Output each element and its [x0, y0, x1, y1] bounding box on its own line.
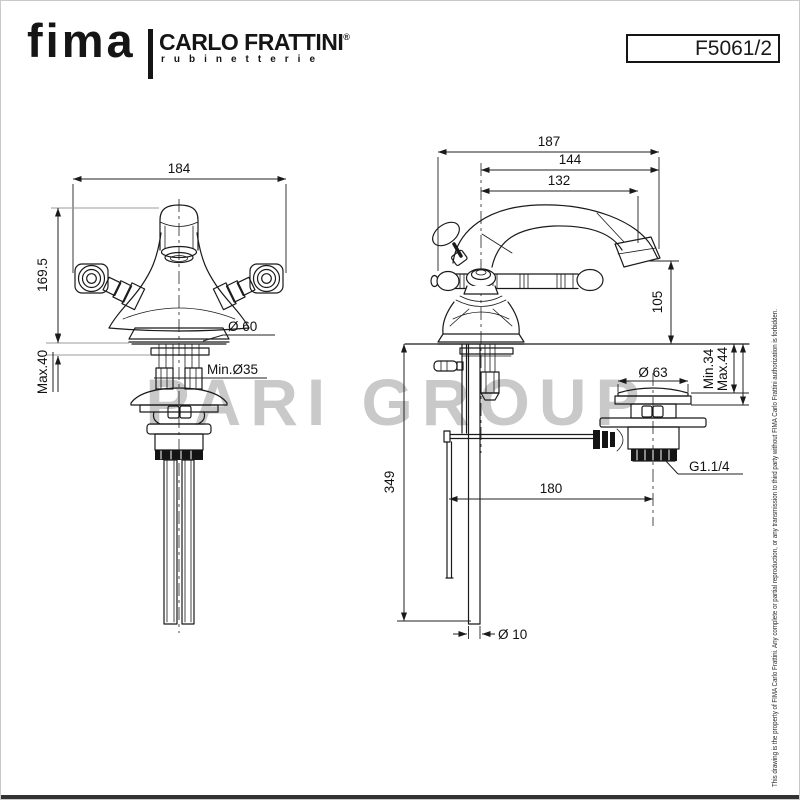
registered-mark: ®: [343, 32, 350, 42]
dim-front-hole-diameter: Min.Ø35: [207, 362, 258, 377]
dim-side-hose-length: 349: [382, 471, 397, 494]
dim-front-base-diameter: Ø 60: [228, 319, 257, 334]
fima-logo: fima: [27, 14, 136, 67]
side-view-dimensions: 187 144 132 105 349 180 Ø 10: [382, 134, 749, 642]
front-right-handle: [212, 263, 284, 311]
dim-front-height: 169.5: [35, 258, 50, 292]
side-underdeck-assembly: [433, 343, 597, 625]
dim-side-spout-height: 105: [650, 291, 665, 314]
front-underdeck-assembly: [130, 343, 228, 625]
part-number: F5061/2: [694, 36, 772, 60]
logo-divider-bar: [148, 29, 153, 79]
legal-note: This drawing is the property of FIMA Car…: [772, 309, 779, 787]
dim-front-width: 184: [168, 161, 191, 176]
dim-deck-min: Min.34: [701, 348, 716, 389]
side-faucet-body: [430, 204, 661, 345]
popup-waste-assembly: [593, 387, 707, 462]
page-bottom-rule: [1, 795, 799, 799]
watermark-text: PARI GROUP: [145, 365, 648, 439]
front-left-handle: [74, 263, 146, 311]
dim-deck-max: Max.44: [715, 346, 730, 391]
front-faucet-body: [108, 204, 250, 345]
dim-side-body-depth: 144: [559, 152, 582, 167]
brand-tagline: rubinetterie: [161, 54, 325, 65]
brand-subtitle-text: CARLO FRATTINI: [159, 29, 344, 55]
dim-waste-flange-diameter: Ø 63: [638, 365, 667, 380]
dim-side-rod-offset: 180: [540, 481, 563, 496]
dim-side-total-depth: 187: [538, 134, 561, 149]
dim-side-hose-diameter: Ø 10: [498, 627, 527, 642]
front-view-drawing: 184 169.5 Max.40 Ø 60 Min.Ø35: [35, 161, 287, 633]
brand-subtitle: CARLO FRATTINI®: [159, 29, 350, 55]
part-number-box: F5061/2: [626, 34, 780, 63]
dim-side-spout-reach: 132: [548, 173, 571, 188]
front-view-dimensions: 184 169.5 Max.40 Ø 60 Min.Ø35: [35, 161, 287, 394]
dim-front-deck-thickness: Max.40: [35, 350, 50, 394]
side-view-drawing: 187 144 132 105 349 180 Ø 10: [382, 134, 750, 642]
dim-waste-thread: G1.1/4: [689, 459, 730, 474]
